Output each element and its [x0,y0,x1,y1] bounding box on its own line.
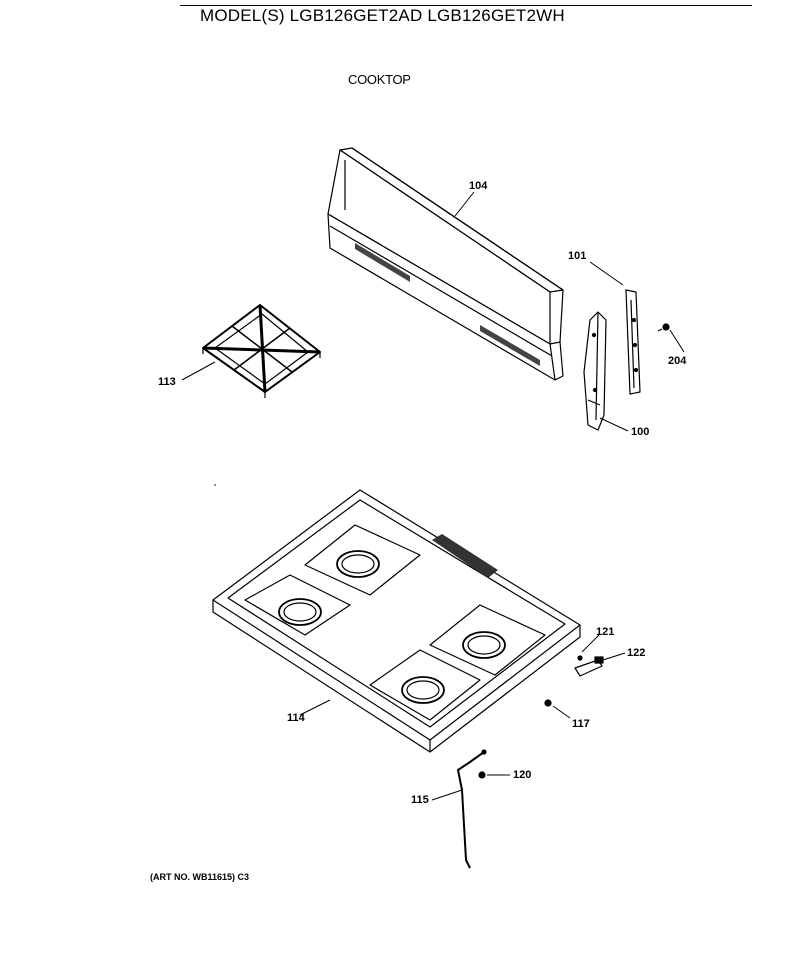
header-rule [180,5,752,6]
scan-speck [214,484,216,486]
art-number: (ART NO. WB11615) C3 [150,872,250,882]
section-title: COOKTOP [348,72,411,87]
part-label-100: 100 [631,426,650,438]
part-label-114: 114 [287,712,305,724]
part-label-204: 204 [668,355,687,367]
support-rod [457,749,487,869]
leader-lines [181,191,685,801]
cooktop-panel [212,489,581,753]
part-label-117: 117 [572,718,590,730]
part-label-104: 104 [469,180,488,192]
small-parts [478,655,604,779]
part-label-101: 101 [568,250,587,262]
screw-204 [657,323,670,332]
backsplash-panel [327,147,564,381]
model-title: MODEL(S) LGB126GET2AD LGB126GET2WH [200,6,565,25]
part-label-115: 115 [411,794,429,806]
burner-grate [202,304,321,398]
side-bracket [625,289,641,395]
part-label-122: 122 [627,647,646,659]
end-cap [583,311,607,431]
part-label-113: 113 [158,376,176,388]
part-label-120: 120 [513,769,532,781]
part-label-121: 121 [596,626,615,638]
